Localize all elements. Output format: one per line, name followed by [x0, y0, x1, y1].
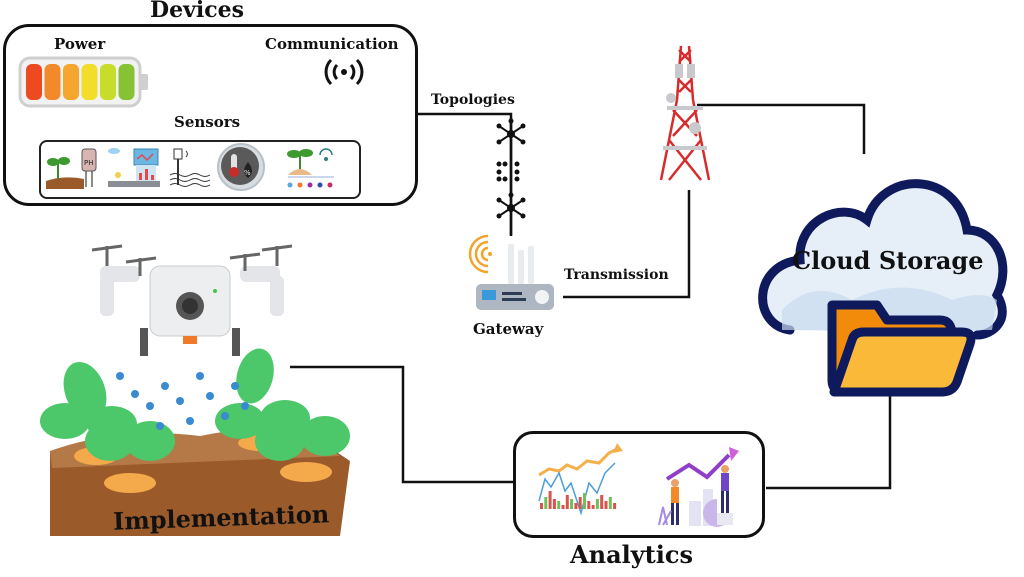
person-left [671, 479, 679, 525]
stock-bar [583, 493, 586, 509]
battery-segment [26, 64, 42, 100]
line-tower-cloud [697, 103, 866, 154]
stock-bar [591, 505, 595, 509]
drone-icon [91, 244, 293, 356]
analytics-label: Analytics [570, 540, 694, 569]
stock-bar [552, 499, 556, 509]
battery-icon [18, 56, 148, 108]
weather-monitor-sensor-icon [108, 148, 160, 187]
growth-team-icon [658, 447, 739, 527]
line-gateway-tower [563, 190, 691, 299]
communication-label: Communication [265, 35, 399, 53]
stock-bar [608, 497, 612, 509]
cell-tower-icon [659, 45, 711, 181]
line-analytics-implementation [290, 365, 514, 484]
stock-bar [557, 501, 561, 509]
stock-chart-icon [538, 443, 623, 516]
spray-droplets [116, 372, 249, 430]
water-level-sensor-icon [169, 148, 211, 187]
gateway-label: Gateway [473, 320, 544, 338]
transmission-label: Transmission [564, 267, 669, 283]
battery-segment [44, 64, 61, 100]
stock-bar [540, 503, 543, 509]
svg-text:%: % [244, 169, 251, 177]
battery-segment [118, 64, 135, 100]
drone-farm-illustration [40, 244, 350, 536]
stock-bar [570, 499, 574, 509]
temperature-humidity-sensor-icon: % [217, 143, 265, 191]
topologies-label: Topologies [431, 92, 515, 108]
dot-cluster [496, 161, 520, 182]
plant-leaves [40, 348, 350, 461]
battery-segment [63, 64, 79, 100]
battery-segment [100, 64, 116, 100]
gateway-signal-icon [468, 234, 489, 274]
folder-icon [827, 300, 976, 397]
stock-bar [613, 503, 617, 509]
stock-bar [600, 495, 604, 509]
svg-text:PH: PH [84, 159, 94, 167]
stock-bar [574, 503, 578, 509]
network-topology-icon [496, 118, 526, 236]
cloud-icon [758, 179, 1008, 397]
gateway-router-icon [468, 234, 554, 310]
stock-bar [548, 491, 552, 509]
stock-bar [595, 499, 599, 509]
person-right [717, 465, 733, 525]
stock-bar [561, 505, 565, 509]
star-topology-bottom [496, 192, 526, 219]
battery-segment [81, 64, 98, 100]
soil-ph-sensor-icon: PH [46, 148, 97, 189]
devices-title: Devices [150, 0, 244, 23]
star-topology-top [496, 118, 526, 145]
cloud-storage-label: Cloud Storage [792, 246, 984, 275]
sensors-label: Sensors [174, 113, 241, 131]
stock-bar [578, 497, 582, 509]
stock-bar [565, 495, 569, 509]
stock-bar [587, 501, 591, 509]
devices-box [3, 24, 418, 206]
line-cloud-analytics [766, 395, 892, 490]
power-label: Power [54, 35, 106, 53]
plant-network-sensor-icon [287, 148, 334, 188]
stock-bar [544, 497, 548, 509]
sensors-box [39, 140, 361, 199]
wireless-signal-icon [324, 58, 364, 86]
stock-bar [604, 501, 608, 509]
